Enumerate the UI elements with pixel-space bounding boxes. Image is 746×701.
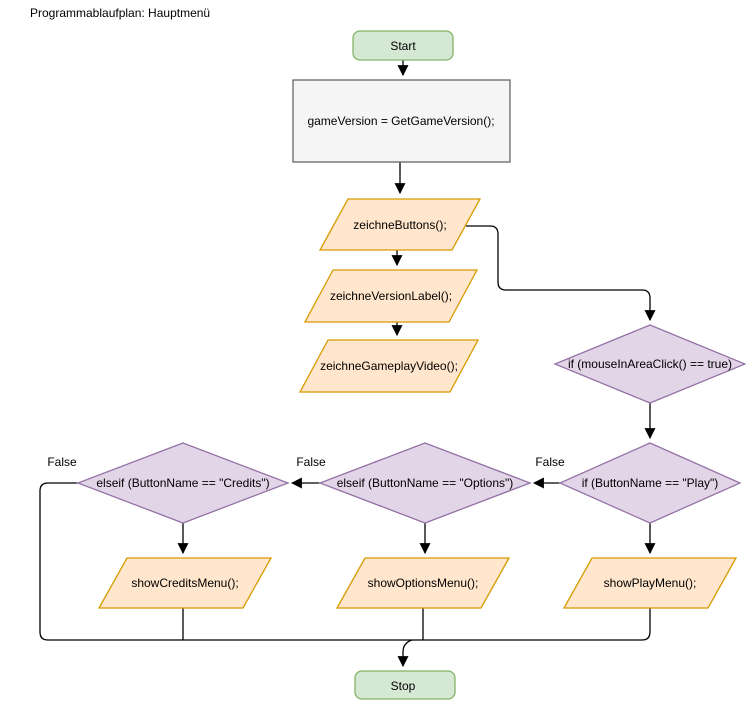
node-elseif-button-credits: elseif (ButtonName == "Credits") — [76, 442, 290, 524]
node-if-mouse-in-area-click-label: if (mouseInAreaClick() == true) — [568, 357, 732, 371]
node-start: Start — [352, 30, 454, 61]
node-elseif-button-options: elseif (ButtonName == "Options") — [318, 442, 532, 524]
node-stop-label: Stop — [391, 679, 416, 693]
edges-layer — [39, 60, 656, 668]
node-elseif-button-options-label: elseif (ButtonName == "Options") — [337, 476, 514, 490]
node-show-play-menu-label: showPlayMenu(); — [604, 576, 697, 590]
node-zeichne-gameplay-video-label: zeichneGameplayVideo(); — [320, 359, 458, 373]
page-title: Programmablaufplan: Hauptmenü — [30, 6, 210, 20]
edge-credits-false-to-bottom — [39, 482, 642, 641]
node-show-credits-menu-label: showCreditsMenu(); — [131, 576, 238, 590]
edge-label-options-false: False — [296, 455, 326, 469]
edge-zeichnebuttons-to-ifmouseinarea — [466, 225, 656, 322]
node-show-play-menu: showPlayMenu(); — [562, 557, 738, 609]
node-show-options-menu-label: showOptionsMenu(); — [368, 576, 479, 590]
edge-showplaymenu-to-bottom — [641, 608, 651, 641]
node-get-game-version: gameVersion = GetGameVersion(); — [292, 79, 511, 163]
node-zeichne-buttons: zeichneButtons(); — [318, 198, 482, 251]
node-zeichne-gameplay-video: zeichneGameplayVideo(); — [298, 339, 480, 393]
edge-label-play-false: False — [535, 455, 565, 469]
node-if-button-play-label: if (ButtonName == "Play") — [582, 476, 719, 490]
node-elseif-button-credits-label: elseif (ButtonName == "Credits") — [96, 476, 269, 490]
node-zeichne-version-label-label: zeichneVersionLabel(); — [330, 289, 452, 303]
node-get-game-version-label: gameVersion = GetGameVersion(); — [307, 114, 494, 128]
edge-label-credits-false: False — [47, 455, 77, 469]
node-if-mouse-in-area-click: if (mouseInAreaClick() == true) — [553, 324, 746, 404]
node-start-label: Start — [390, 39, 416, 53]
node-show-credits-menu: showCreditsMenu(); — [97, 557, 273, 609]
node-if-button-play: if (ButtonName == "Play") — [558, 442, 742, 524]
node-zeichne-version-label: zeichneVersionLabel(); — [303, 269, 479, 323]
node-zeichne-buttons-label: zeichneButtons(); — [353, 218, 446, 232]
edge-bottom-to-stop — [397, 639, 413, 668]
node-stop: Stop — [354, 670, 456, 700]
node-show-options-menu: showOptionsMenu(); — [335, 557, 511, 609]
